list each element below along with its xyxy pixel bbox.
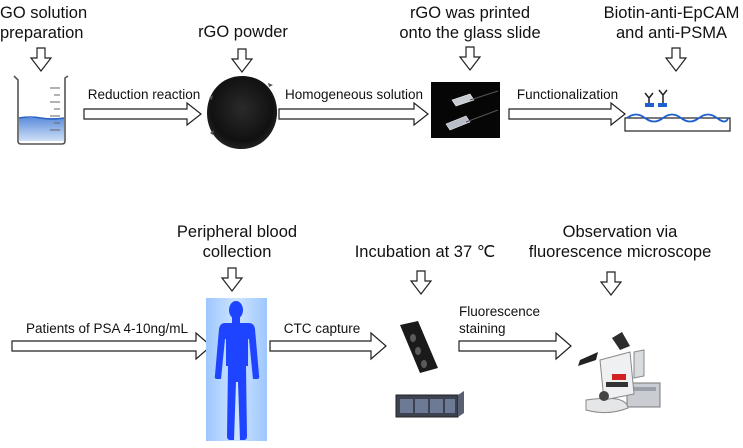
- flow-arrow-homogeneous: [278, 101, 429, 127]
- step-blood-collection-line2: collection: [202, 243, 272, 261]
- down-arrow-1: [29, 47, 53, 72]
- down-arrow-7: [599, 271, 623, 296]
- flow-arrows: [11, 101, 626, 361]
- step-observation-line2: fluorescence microscope: [528, 243, 712, 261]
- step-antibody-label: Biotin-anti-EpCAM and anti-PSMA: [600, 3, 743, 43]
- step-go-solution-line2: preparation: [0, 24, 84, 42]
- glass-slide-icon: [431, 82, 500, 138]
- step-blood-collection-label: Peripheral blood collection: [152, 222, 322, 262]
- step-rgo-powder-label: rGO powder: [198, 23, 288, 41]
- beaker-icon: [13, 75, 69, 145]
- down-arrow-5: [220, 267, 244, 292]
- step-go-solution-label: GO solution preparation: [0, 3, 93, 43]
- step-antibody-line2: and anti-PSMA: [616, 24, 727, 42]
- down-arrow-4: [664, 47, 688, 72]
- arrow-ctc-capture-label: CTC capture: [283, 321, 361, 336]
- step-printed-line2: onto the glass slide: [399, 24, 541, 42]
- step-incubation-label: Incubation at 37 ℃: [354, 243, 496, 261]
- arrow-patients-label: Patients of PSA 4-10ng/mL: [25, 321, 189, 336]
- arrow-staining-line2: staining: [459, 321, 506, 336]
- down-arrow-6: [409, 270, 433, 295]
- arrow-functionalization-label: Functionalization: [516, 87, 619, 102]
- step-observation-label: Observation via fluorescence microscope: [520, 222, 720, 262]
- fluorescence-microscope-icon: [578, 332, 661, 414]
- flow-arrow-functionalization: [508, 101, 626, 127]
- arrow-homogeneous-label: Homogeneous solution: [284, 87, 424, 102]
- functionalized-chip-icon: [624, 89, 731, 132]
- step-antibody-line1: Biotin-anti-EpCAM: [603, 4, 740, 22]
- step-printed-label: rGO was printed onto the glass slide: [384, 3, 556, 43]
- rgo-powder-icon: [207, 76, 278, 150]
- flow-arrow-ctc-capture: [269, 331, 387, 361]
- down-arrows: [29, 46, 688, 296]
- step-go-solution-line1: GO solution: [0, 4, 88, 22]
- human-body-icon: [206, 298, 267, 441]
- arrow-staining-line1: Fluorescence: [459, 304, 541, 319]
- flow-arrow-staining: [458, 331, 572, 361]
- step-observation-line1: Observation via: [562, 223, 678, 241]
- down-arrow-3: [458, 46, 482, 71]
- flow-arrow-reduction: [83, 101, 202, 127]
- down-arrow-2: [230, 48, 254, 73]
- flow-arrow-patients: [11, 331, 212, 361]
- step-blood-collection-line1: Peripheral blood: [176, 223, 298, 241]
- arrow-staining-label: Fluorescence staining: [459, 303, 541, 337]
- incubation-chip-icon: [395, 321, 464, 418]
- step-printed-line1: rGO was printed: [409, 4, 531, 22]
- arrow-reduction-label: Reduction reaction: [87, 87, 201, 102]
